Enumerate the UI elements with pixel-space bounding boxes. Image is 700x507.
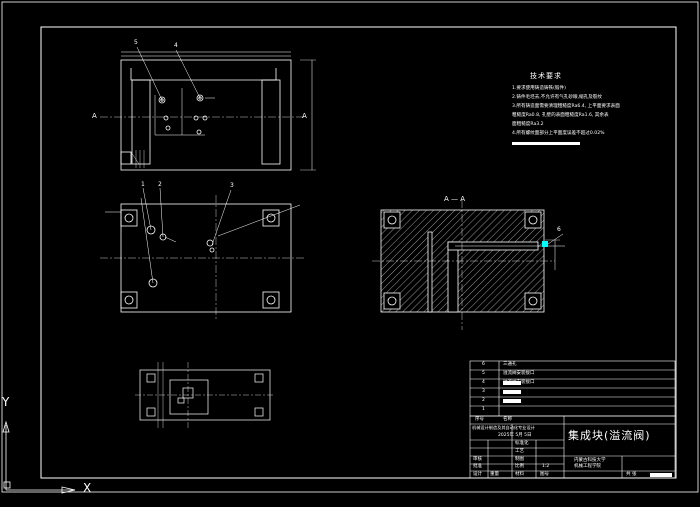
school-line-1: 内蒙古科技大学 — [574, 458, 606, 463]
label-weight: 重量 — [490, 472, 499, 477]
bom-header-no: 序号 — [475, 417, 484, 422]
bom-redacted-bar-3 — [503, 381, 521, 385]
bom-no-4: 4 — [482, 380, 485, 385]
bom-name-6: 三通孔 — [503, 362, 517, 367]
label-approve: 批准 — [473, 464, 482, 469]
sheet-outer-border — [1, 1, 699, 493]
bom-name-4: 溢流阀安装接口 — [503, 380, 535, 385]
section-accent-marks — [542, 233, 564, 247]
part-name-title: 集成块(溢流阀) — [568, 429, 651, 442]
label-drawing-no: 图号 — [540, 472, 549, 477]
tech-redacted-bar — [512, 142, 580, 145]
top-view — [100, 46, 316, 171]
auxiliary-view — [135, 362, 275, 428]
bom-name-5: 溢流阀安装接口 — [503, 371, 535, 376]
bom-redacted-bar-1 — [503, 399, 521, 403]
tech-req-line-1: 1.要求使用铸造铸铁(锻件) — [512, 86, 566, 91]
balloon-4: 4 — [174, 42, 178, 49]
balloon-6: 6 — [557, 226, 561, 233]
scale-value: 1:2 — [542, 464, 550, 469]
bom-no-2: 2 — [482, 398, 485, 403]
label-process: 工艺 — [515, 449, 524, 454]
balloon-2: 2 — [158, 181, 162, 188]
drawing-date: 2025年 5月 5日 — [498, 433, 532, 438]
tech-requirements-title: 技术要求 — [530, 72, 562, 80]
bom-no-5: 5 — [482, 371, 485, 376]
bom-redacted-bar-2 — [503, 390, 521, 394]
sheet-count: 共 张 — [626, 472, 637, 477]
tech-req-line-3: 3.所有铸造面需要清理粗糙度Ra6.4, 上平面要求表面 — [512, 104, 620, 109]
bom-no-3: 3 — [482, 389, 485, 394]
front-view — [100, 187, 305, 320]
label-material: 材料 — [515, 472, 524, 477]
ucs-y-label: Y — [2, 395, 10, 409]
balloon-3: 3 — [230, 182, 234, 189]
school-line-2: 机械工程学院 — [574, 464, 601, 469]
title-redacted-bar — [650, 473, 672, 477]
ucs-x-label: X — [83, 481, 92, 495]
tech-req-line-5: 面粗糙度Ra3.2 — [512, 122, 544, 127]
label-ratio: 比例 — [515, 464, 524, 469]
ucs-icon — [2, 420, 76, 494]
balloon-1: 1 — [141, 181, 145, 188]
bom-no-6: 6 — [482, 362, 485, 367]
section-view-title: A — A — [444, 195, 466, 203]
balloon-5: 5 — [134, 39, 138, 46]
bom-header-name: 名称 — [503, 417, 512, 422]
section-label-right: A — [302, 112, 307, 120]
label-design: 设计 — [473, 472, 482, 477]
bom-no-1: 1 — [482, 407, 485, 412]
project-name: 机械设计制造及其自动化专业设计 — [472, 425, 535, 430]
section-label-left: A — [92, 112, 97, 120]
tech-req-line-2: 2.铸件毛坯去,不允许有气孔砂眼,缩孔及裂纹 — [512, 95, 602, 100]
label-check: 审核 — [473, 457, 482, 462]
label-drawn: 制图 — [515, 457, 524, 462]
tech-req-line-6: 4.所有螺纹面部分上平面度误差不超过0.02% — [512, 131, 605, 136]
bom-table-grid — [469, 360, 676, 417]
section-view-a-a — [372, 200, 565, 330]
title-block-grid — [469, 415, 676, 479]
tech-req-line-4: 粗糙度Ra0.8, 孔壁的表面粗糙度Ra1.6, 其余表 — [512, 113, 609, 118]
drawing-frame — [40, 26, 677, 479]
label-standard: 标准化 — [515, 441, 529, 446]
